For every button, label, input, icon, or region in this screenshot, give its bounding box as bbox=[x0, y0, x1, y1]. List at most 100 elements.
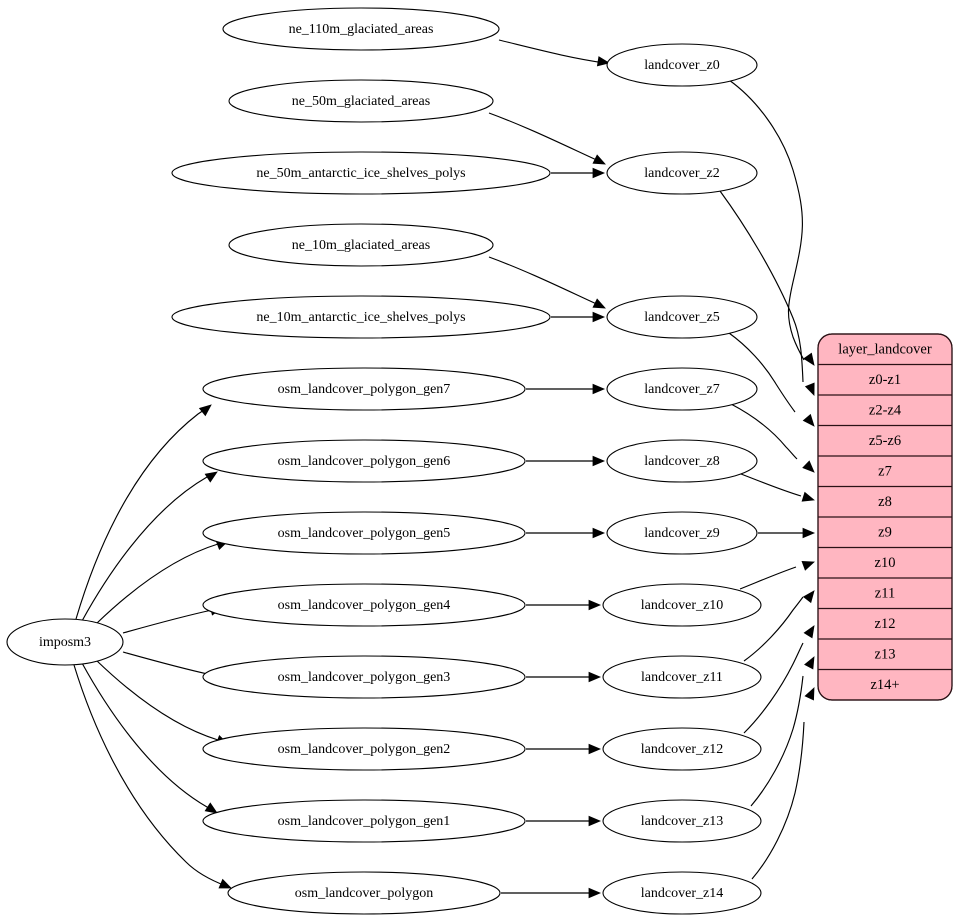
node-osm_landcover_polygon_gen2[interactable]: osm_landcover_polygon_gen2 bbox=[202, 727, 526, 771]
arrow-row7-glyph bbox=[802, 590, 815, 604]
node-landcover_z8[interactable]: landcover_z8 bbox=[606, 439, 758, 483]
node-landcover_z2[interactable]: landcover_z2 bbox=[606, 151, 758, 195]
arrow-z2-b-glyph bbox=[592, 167, 606, 179]
arrow-gen6 bbox=[204, 471, 218, 483]
arrow-gen7-glyph bbox=[198, 404, 212, 417]
node-label-osm_landcover_polygon_gen5: osm_landcover_polygon_gen5 bbox=[278, 526, 451, 541]
layer-table-row-label-z11: z11 bbox=[875, 586, 895, 602]
arrow-z7 bbox=[592, 383, 606, 395]
node-label-osm_landcover_polygon_gen6: osm_landcover_polygon_gen6 bbox=[278, 454, 451, 469]
arrow-z11-glyph bbox=[588, 671, 602, 683]
arrow-z10-glyph bbox=[588, 599, 602, 611]
arrow-z5-a-glyph bbox=[592, 298, 606, 309]
node-shape-landcover_z2 bbox=[606, 151, 758, 195]
node-shape-ne_50m_antarctic_ice_shelves_polys bbox=[171, 151, 551, 195]
node-osm_landcover_polygon_gen6[interactable]: osm_landcover_polygon_gen6 bbox=[202, 439, 526, 483]
node-label-ne_50m_antarctic_ice_shelves_polys: ne_50m_antarctic_ice_shelves_polys bbox=[256, 166, 465, 181]
node-label-landcover_z5: landcover_z5 bbox=[644, 310, 719, 325]
node-landcover_z7[interactable]: landcover_z7 bbox=[606, 367, 758, 411]
node-landcover_z5[interactable]: landcover_z5 bbox=[606, 295, 758, 339]
arrow-z12-glyph bbox=[588, 743, 602, 755]
node-landcover_z9[interactable]: landcover_z9 bbox=[606, 511, 758, 555]
node-label-landcover_z13: landcover_z13 bbox=[641, 814, 723, 829]
node-osm_landcover_polygon_gen3[interactable]: osm_landcover_polygon_gen3 bbox=[202, 655, 526, 699]
arrow-z10 bbox=[588, 599, 602, 611]
arrow-z13 bbox=[588, 815, 602, 827]
node-osm_landcover_polygon_gen5[interactable]: osm_landcover_polygon_gen5 bbox=[202, 511, 526, 555]
layer-table-row-label-z8: z8 bbox=[878, 494, 892, 510]
node-landcover_z14[interactable]: landcover_z14 bbox=[602, 871, 762, 915]
node-landcover_z13[interactable]: landcover_z13 bbox=[602, 799, 762, 843]
node-landcover_z11[interactable]: landcover_z11 bbox=[602, 655, 762, 699]
node-label-landcover_z10: landcover_z10 bbox=[641, 598, 723, 613]
node-osm_landcover_polygon_gen7[interactable]: osm_landcover_polygon_gen7 bbox=[202, 367, 526, 411]
node-ne_50m_glaciated_areas[interactable]: ne_50m_glaciated_areas bbox=[228, 79, 494, 123]
node-landcover_z10[interactable]: landcover_z10 bbox=[602, 583, 762, 627]
node-label-landcover_z12: landcover_z12 bbox=[641, 742, 723, 757]
arrow-polygon-glyph bbox=[218, 878, 232, 889]
arrow-row10-glyph bbox=[804, 687, 815, 701]
layer-table-border bbox=[817, 333, 953, 701]
node-label-landcover_z9: landcover_z9 bbox=[644, 526, 719, 541]
arrow-z2-b bbox=[592, 167, 606, 179]
node-shape-imposm3 bbox=[6, 618, 124, 666]
arrow-z8 bbox=[592, 455, 606, 467]
node-shape-landcover_z0 bbox=[606, 43, 758, 87]
node-shape-osm_landcover_polygon bbox=[227, 871, 501, 915]
layer-table-row-label-z5-z6: z5-z6 bbox=[869, 433, 901, 449]
node-label-osm_landcover_polygon: osm_landcover_polygon bbox=[295, 886, 433, 901]
node-label-landcover_z8: landcover_z8 bbox=[644, 454, 719, 469]
arrow-z5-b bbox=[592, 311, 606, 323]
arrow-row4 bbox=[801, 491, 815, 502]
node-ne_10m_antarctic_ice_shelves_polys[interactable]: ne_10m_antarctic_ice_shelves_polys bbox=[171, 295, 551, 339]
edge-imposm3-to-polygon bbox=[73, 664, 227, 887]
arrow-row6-glyph bbox=[801, 561, 815, 571]
layer-table-header: layer_landcover bbox=[838, 342, 932, 358]
layer-landcover-table[interactable]: layer_landcoverz0-z1z2-z4z5-z6z7z8z9z10z… bbox=[817, 333, 953, 701]
edge-z12-to-row8 bbox=[743, 642, 804, 734]
arrow-row2 bbox=[802, 413, 815, 427]
arrow-gen1 bbox=[204, 802, 218, 814]
arrow-z9 bbox=[592, 527, 606, 539]
layer-table-row-label-z13: z13 bbox=[875, 647, 896, 663]
node-landcover_z12[interactable]: landcover_z12 bbox=[602, 727, 762, 771]
node-osm_landcover_polygon_gen1[interactable]: osm_landcover_polygon_gen1 bbox=[202, 799, 526, 843]
arrow-row3-glyph bbox=[802, 460, 815, 473]
node-shape-ne_110m_glaciated_areas bbox=[222, 7, 500, 51]
arrow-row4-glyph bbox=[801, 491, 815, 502]
node-shape-landcover_z11 bbox=[602, 655, 762, 699]
arrow-row3 bbox=[802, 460, 815, 473]
node-ne_110m_glaciated_areas[interactable]: ne_110m_glaciated_areas bbox=[222, 7, 500, 51]
node-osm_landcover_polygon_gen4[interactable]: osm_landcover_polygon_gen4 bbox=[202, 583, 526, 627]
node-ne_10m_glaciated_areas[interactable]: ne_10m_glaciated_areas bbox=[228, 223, 494, 267]
edge-z8-to-row4 bbox=[740, 473, 802, 497]
arrow-z13-glyph bbox=[588, 815, 602, 827]
node-shape-landcover_z5 bbox=[606, 295, 758, 339]
arrow-z14 bbox=[588, 887, 602, 899]
node-osm_landcover_polygon[interactable]: osm_landcover_polygon bbox=[227, 871, 501, 915]
arrow-z2-a-glyph bbox=[592, 154, 606, 165]
node-shape-osm_landcover_polygon_gen2 bbox=[202, 727, 526, 771]
arrow-z5-a bbox=[592, 298, 606, 309]
node-imposm3[interactable]: imposm3 bbox=[6, 618, 124, 666]
node-ne_50m_antarctic_ice_shelves_polys[interactable]: ne_50m_antarctic_ice_shelves_polys bbox=[171, 151, 551, 195]
node-shape-osm_landcover_polygon_gen7 bbox=[202, 367, 526, 411]
edge-ne50g-to-z2 bbox=[488, 112, 602, 163]
arrow-row9 bbox=[804, 656, 815, 670]
arrow-row2-glyph bbox=[802, 413, 815, 427]
arrow-row5-glyph bbox=[802, 527, 816, 539]
arrow-z9-glyph bbox=[592, 527, 606, 539]
arrow-row9-glyph bbox=[804, 656, 815, 670]
node-shape-landcover_z9 bbox=[606, 511, 758, 555]
arrow-row5 bbox=[802, 527, 816, 539]
node-shape-osm_landcover_polygon_gen5 bbox=[202, 511, 526, 555]
arrow-row0-glyph bbox=[803, 352, 815, 366]
arrow-z0-glyph bbox=[596, 56, 611, 67]
arrow-row6 bbox=[801, 561, 815, 571]
node-shape-osm_landcover_polygon_gen4 bbox=[202, 583, 526, 627]
node-shape-ne_10m_glaciated_areas bbox=[228, 223, 494, 267]
arrow-row8-glyph bbox=[803, 625, 815, 639]
node-shape-landcover_z10 bbox=[602, 583, 762, 627]
node-landcover_z0[interactable]: landcover_z0 bbox=[606, 43, 758, 87]
layer-table-row-label-z10: z10 bbox=[875, 555, 896, 571]
